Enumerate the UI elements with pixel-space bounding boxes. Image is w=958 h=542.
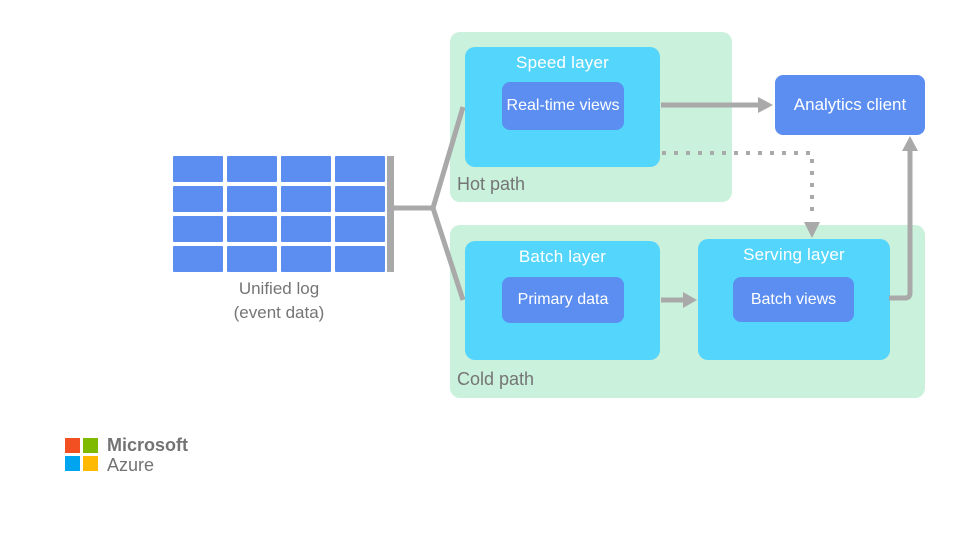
log-cell [281,216,331,242]
batch-views-box: Batch views [733,277,854,322]
log-cell [173,186,223,212]
log-cell [227,246,277,272]
logo-square-green [83,438,98,453]
analytics-client-box: Analytics client [775,75,925,135]
analytics-client-label: Analytics client [793,95,907,114]
real-time-views-box: Real-time views [502,82,624,130]
log-cell [227,156,277,182]
cold-path-label: Cold path [457,369,535,389]
arrowhead-speed-to-analytics [758,97,773,113]
primary-data-box: Primary data [502,277,624,323]
log-cell [281,186,331,212]
unified-log-caption-line2: (event data) [233,302,325,322]
arrowhead-serving-to-analytics [902,136,918,151]
logo-wordmark: Microsoft Azure [107,435,188,475]
log-cell [281,246,331,272]
primary-data-label: Primary data [517,291,609,308]
logo-square-red [65,438,80,453]
microsoft-logo-icon [65,438,98,471]
log-cell [335,186,385,212]
real-time-views-label: Real-time views [506,97,620,114]
speed-layer-title: Speed layer [516,53,609,72]
unified-log-bar [387,156,394,272]
batch-layer-box: Batch layer Primary data [465,241,660,360]
batch-views-label: Batch views [750,290,837,308]
logo-product-name: Azure [107,455,155,475]
unified-log-caption: Unified log (event data) [148,277,410,325]
logo-square-yellow [83,456,98,471]
batch-layer-title: Batch layer [518,247,607,266]
microsoft-azure-logo: Microsoft Azure [65,435,188,475]
serving-layer-box: Serving layer Batch views [698,239,890,360]
log-cell [173,246,223,272]
serving-layer-title: Serving layer [743,245,845,264]
log-cell [335,156,385,182]
log-cell [281,156,331,182]
hot-path-label: Hot path [457,174,526,194]
log-cell [335,246,385,272]
unified-log-grid [173,156,385,272]
log-cell [227,186,277,212]
logo-square-blue [65,456,80,471]
unified-log-caption-line1: Unified log [238,279,320,298]
log-cell [173,216,223,242]
logo-company-name: Microsoft [107,435,188,455]
log-cell [173,156,223,182]
speed-layer-box: Speed layer Real-time views [465,47,660,167]
log-cell [335,216,385,242]
log-cell [227,216,277,242]
